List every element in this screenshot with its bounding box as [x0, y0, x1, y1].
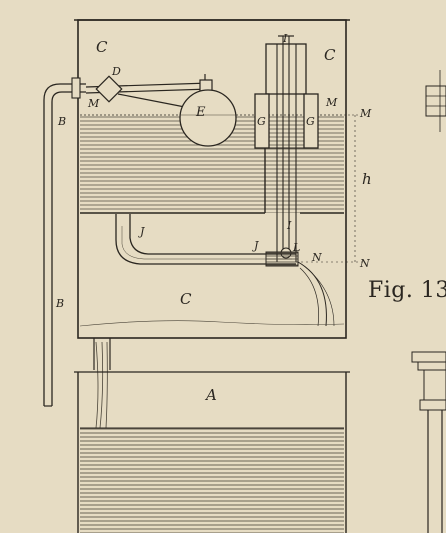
valve-d	[95, 75, 123, 103]
label-c-middle: C	[180, 290, 192, 308]
label-n: N	[312, 251, 322, 264]
label-b-lower: B	[56, 297, 65, 310]
label-j-upper: J	[140, 225, 145, 238]
label-c-top-right: C	[324, 46, 336, 64]
lower-water	[80, 428, 344, 533]
discharge-pipe-j	[115, 214, 299, 267]
figure-number: Fig. 13.	[368, 278, 446, 303]
overflow-outlet	[93, 338, 111, 429]
lower-tank-a	[74, 371, 350, 533]
label-i-top: I	[283, 32, 288, 45]
label-e: E	[196, 105, 206, 120]
label-m-right: M	[326, 96, 338, 109]
label-h: h	[362, 170, 372, 188]
label-m-left: M	[88, 97, 100, 110]
inlet-pipe-b	[43, 77, 86, 407]
label-d: D	[112, 65, 121, 78]
float-ball-e	[179, 89, 237, 147]
label-a: A	[206, 386, 217, 404]
siphon-bell	[254, 35, 319, 262]
adjacent-figure-fragment	[411, 70, 446, 533]
label-l: L	[293, 241, 301, 254]
label-j-lower: J	[254, 239, 259, 252]
float-valve	[85, 74, 237, 147]
label-b-upper: B	[58, 115, 67, 128]
label-g-left: G	[257, 115, 266, 128]
label-g-right: G	[306, 115, 315, 128]
label-m-outer: M	[360, 107, 372, 120]
label-n-outer: N	[360, 257, 370, 270]
label-c-top-left: C	[96, 38, 108, 56]
label-i-lower: I	[287, 219, 292, 232]
